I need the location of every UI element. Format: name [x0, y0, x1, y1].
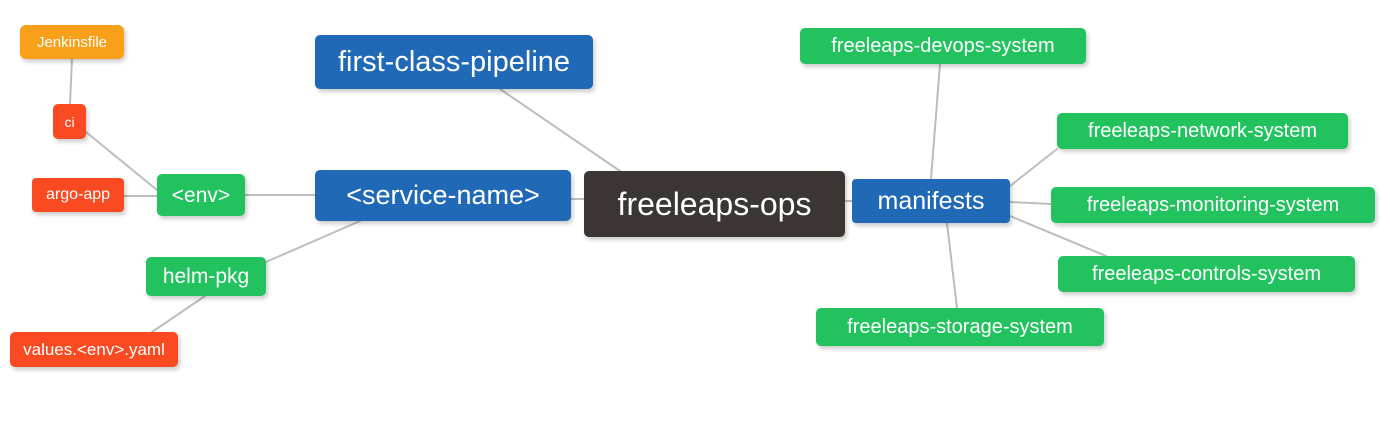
node-freeleaps-ops[interactable]: freeleaps-ops [584, 171, 845, 237]
edge-jenkinsfile-to-ci [69, 58, 73, 105]
node-values-env-yaml[interactable]: values.<env>.yaml [10, 332, 178, 367]
node-freeleaps-storage-system[interactable]: freeleaps-storage-system [816, 308, 1104, 346]
edge-values-env-yaml-to-helm-pkg [151, 295, 206, 333]
node-env[interactable]: <env> [157, 174, 245, 216]
node-jenkinsfile[interactable]: Jenkinsfile [20, 25, 124, 59]
node-freeleaps-controls-system[interactable]: freeleaps-controls-system [1058, 256, 1355, 292]
node-argo-app[interactable]: argo-app [32, 178, 124, 212]
node-label: freeleaps-devops-system [831, 35, 1055, 57]
edge-helm-pkg-to-service-name [265, 220, 361, 263]
node-label: manifests [877, 186, 985, 215]
node-label: freeleaps-controls-system [1092, 263, 1321, 285]
node-label: freeleaps-network-system [1088, 120, 1317, 142]
node-freeleaps-network-system[interactable]: freeleaps-network-system [1057, 113, 1348, 149]
node-label: <env> [171, 183, 231, 207]
edge-manifests-to-freeleaps-monitoring-system [1009, 201, 1052, 205]
node-manifests[interactable]: manifests [852, 179, 1010, 223]
node-label: argo-app [45, 186, 111, 203]
node-label: values.<env>.yaml [23, 340, 165, 359]
node-first-class-pipeline[interactable]: first-class-pipeline [315, 35, 593, 89]
node-label: helm-pkg [162, 265, 250, 288]
node-label: first-class-pipeline [337, 45, 571, 78]
node-freeleaps-monitoring-system[interactable]: freeleaps-monitoring-system [1051, 187, 1375, 223]
node-freeleaps-devops-system[interactable]: freeleaps-devops-system [800, 28, 1086, 64]
edge-first-class-pipeline-to-freeleaps-ops [499, 88, 621, 172]
node-helm-pkg[interactable]: helm-pkg [146, 257, 266, 296]
node-label: ci [64, 113, 75, 130]
node-label: <service-name> [346, 180, 540, 210]
node-ci[interactable]: ci [53, 104, 86, 139]
node-label: freeleaps-storage-system [847, 316, 1073, 338]
node-service-name[interactable]: <service-name> [315, 170, 571, 221]
node-label: Jenkinsfile [36, 33, 108, 51]
edge-manifests-to-freeleaps-storage-system [946, 222, 958, 309]
edge-manifests-to-freeleaps-devops-system [930, 63, 941, 180]
node-label: freeleaps-monitoring-system [1086, 194, 1340, 216]
node-label: freeleaps-ops [617, 186, 812, 222]
edge-manifests-to-freeleaps-network-system [1009, 148, 1058, 187]
